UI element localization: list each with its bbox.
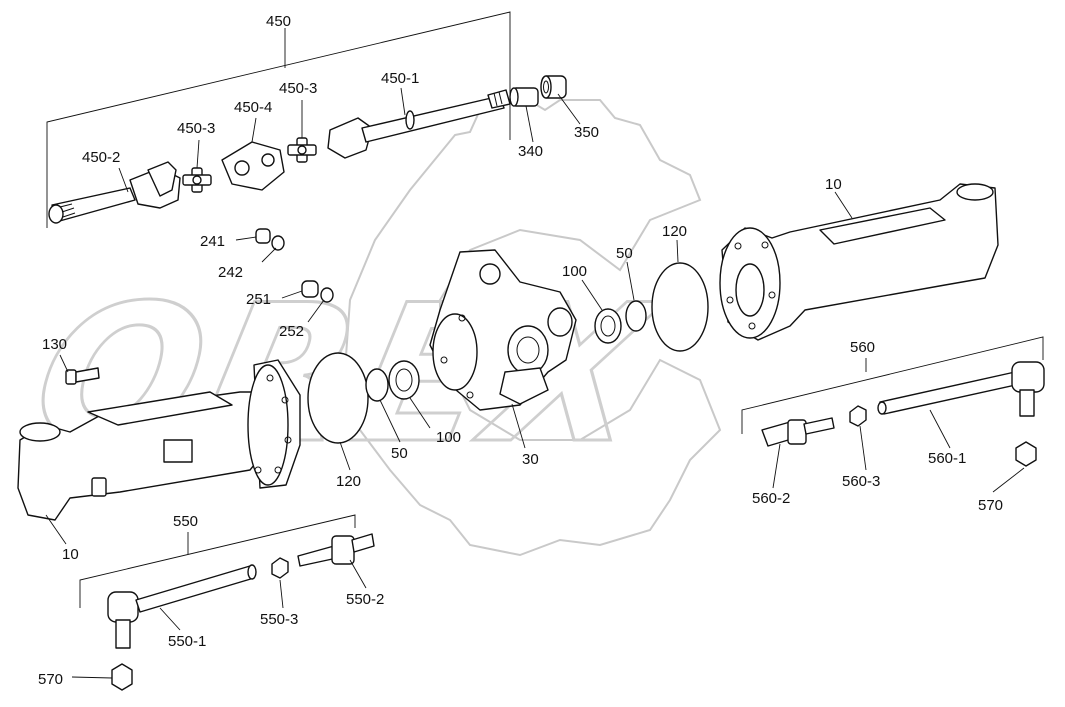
callout-labels: 450 450-1 450-3 450-4 450-3 450-2 340 35… — [38, 13, 1003, 688]
label-550-1: 550-1 — [168, 633, 206, 650]
label-10-left: 10 — [62, 546, 79, 563]
label-550-2: 550-2 — [346, 591, 384, 608]
part-241-cap — [255, 228, 271, 244]
part-340-bushing — [509, 87, 539, 107]
label-450-3-left: 450-3 — [177, 120, 215, 137]
leader-lines — [45, 87, 1025, 679]
part-350-seal — [540, 75, 567, 99]
bracket-560 — [741, 336, 1044, 434]
part-50-ring-right — [625, 300, 647, 332]
part-450-3-cross-right — [287, 137, 317, 163]
label-560-3: 560-3 — [842, 473, 880, 490]
part-450-1-shaft — [327, 89, 511, 159]
label-130: 130 — [42, 336, 67, 353]
label-242: 242 — [218, 264, 243, 281]
label-450-3-right: 450-3 — [279, 80, 317, 97]
part-450-4-double-yoke — [221, 141, 285, 191]
part-550-1-tie-rod-end — [107, 564, 257, 649]
part-570-nut-right — [1015, 441, 1037, 467]
part-120-oring-left — [307, 352, 369, 444]
part-560-2-ball-joint — [761, 417, 835, 447]
part-570-nut-left — [111, 663, 133, 691]
label-10-right: 10 — [825, 176, 842, 193]
label-570-left: 570 — [38, 671, 63, 688]
part-242-ring — [271, 235, 285, 251]
label-30: 30 — [522, 451, 539, 468]
label-50-right: 50 — [616, 245, 633, 262]
part-120-oring-right — [651, 262, 709, 352]
part-10-left-housing — [17, 359, 301, 521]
label-100-right: 100 — [562, 263, 587, 280]
label-120-left: 120 — [336, 473, 361, 490]
part-100-bearing-left — [388, 360, 420, 400]
part-550-2-ball-joint — [297, 533, 375, 567]
label-450-1: 450-1 — [381, 70, 419, 87]
label-251: 251 — [246, 291, 271, 308]
part-100-bearing-right — [594, 308, 622, 344]
part-251-cap — [301, 280, 319, 298]
label-570-right: 570 — [978, 497, 1003, 514]
label-100-left: 100 — [436, 429, 461, 446]
label-120-right: 120 — [662, 223, 687, 240]
bracket-550 — [79, 514, 356, 608]
label-560-1: 560-1 — [928, 450, 966, 467]
part-450-3-cross-left — [182, 167, 212, 193]
part-450-2-shaft — [48, 161, 181, 224]
bracket-450 — [46, 11, 511, 228]
part-550-3-nut — [271, 557, 289, 579]
part-130-bolt — [65, 367, 100, 385]
label-450-4: 450-4 — [234, 99, 272, 116]
part-30-center-housing — [429, 249, 577, 411]
label-550-3: 550-3 — [260, 611, 298, 628]
label-50-left: 50 — [391, 445, 408, 462]
label-241: 241 — [200, 233, 225, 250]
label-450: 450 — [266, 13, 291, 30]
label-560: 560 — [850, 339, 875, 356]
part-560-3-nut — [849, 405, 867, 427]
label-450-2: 450-2 — [82, 149, 120, 166]
part-50-ring-left — [365, 368, 389, 402]
label-550: 550 — [173, 513, 198, 530]
watermark-gear — [343, 93, 722, 557]
label-350: 350 — [574, 124, 599, 141]
label-252: 252 — [279, 323, 304, 340]
part-560-1-tie-rod-end — [877, 361, 1045, 417]
label-340: 340 — [518, 143, 543, 160]
part-252-ring — [320, 287, 334, 303]
part-10-right-housing — [719, 183, 999, 341]
label-560-2: 560-2 — [752, 490, 790, 507]
